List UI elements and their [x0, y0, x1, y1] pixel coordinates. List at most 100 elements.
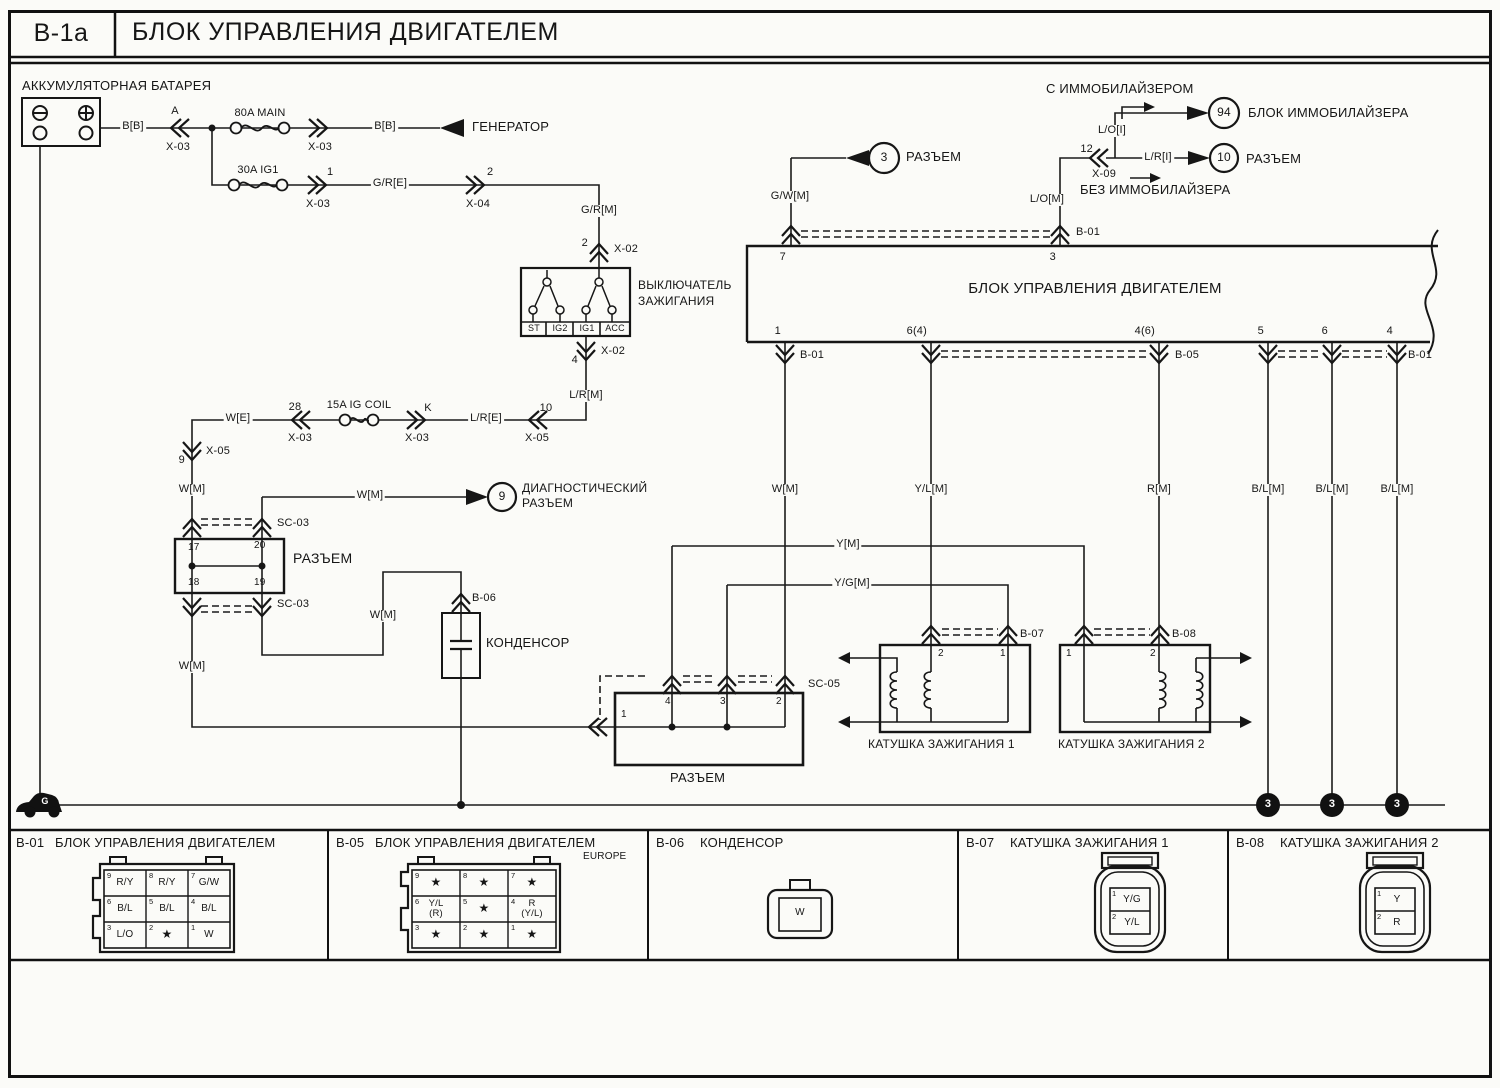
- connector-label-b07: B-07: [1020, 628, 1045, 640]
- wire-label-lrm: L/R[M]: [567, 389, 605, 402]
- cell-label: B/L: [159, 903, 175, 914]
- cell-label: G/W: [198, 877, 220, 888]
- pin-label-1: 1: [621, 709, 627, 720]
- connector-label-x02: X-02: [601, 345, 626, 357]
- cell-label: ★: [430, 927, 442, 941]
- cell-label: L/O: [116, 929, 134, 940]
- coil2-label: КАТУШКА ЗАЖИГАНИЯ 2: [1058, 737, 1205, 751]
- pin-label-7: 7: [779, 251, 786, 263]
- coil1-label: КАТУШКА ЗАЖИГАНИЯ 1: [868, 737, 1015, 751]
- cell-pin: 6: [107, 897, 112, 906]
- connector-label-x04: X-04: [465, 198, 491, 210]
- pin-label-3: 3: [720, 696, 726, 707]
- razem-label: РАЗЪЕМ: [293, 550, 353, 566]
- cell-label: ★: [161, 927, 173, 941]
- wire-label-blm: B/L[M]: [1313, 483, 1351, 496]
- pin-label-6: 6: [1321, 325, 1328, 337]
- table-b01-code: B-01: [16, 835, 45, 850]
- pin-label-6-4: 6(4): [906, 325, 927, 337]
- ignition-switch-label: ЗАЖИГАНИЯ: [638, 294, 715, 308]
- pin-label-2: 2: [1150, 648, 1156, 659]
- page-frame: [8, 10, 1492, 1078]
- wire-label-gre: G/R[E]: [370, 177, 410, 190]
- wire-label-blm: B/L[M]: [1249, 483, 1287, 496]
- junction-dots: [188, 124, 731, 809]
- pin-label-1: 1: [1066, 648, 1072, 659]
- table-b01-title: БЛОК УПРАВЛЕНИЯ ДВИГАТЕЛЕМ: [55, 835, 276, 850]
- ground-circle-digit: 3: [1393, 798, 1401, 810]
- table-b05-title: БЛОК УПРАВЛЕНИЯ ДВИГАТЕЛЕМ: [375, 835, 596, 850]
- pin-label-4: 4: [1386, 325, 1393, 337]
- without-immobilizer-label: БЕЗ ИММОБИЛАЙЗЕРА: [1080, 182, 1231, 197]
- wire-label-we: W[E]: [223, 412, 253, 425]
- pin-label-5: 5: [1257, 325, 1264, 337]
- connector-label-b01: B-01: [800, 349, 825, 361]
- connector-label-x05: X-05: [524, 432, 550, 444]
- with-immobilizer-label: С ИММОБИЛАЙЗЕРОМ: [1046, 81, 1194, 96]
- pin-label-17: 17: [188, 542, 200, 553]
- cell-label: Y: [1393, 894, 1401, 905]
- diagnostic-label: ДИАГНОСТИЧЕСКИЙ: [522, 481, 648, 495]
- cell-label: R: [528, 898, 536, 909]
- pin-label-1: 1: [774, 325, 781, 337]
- wire-label-blm: B/L[M]: [1378, 483, 1416, 496]
- pin-label-3: 3: [1049, 251, 1056, 263]
- connector-label-sc03: SC-03: [277, 598, 310, 610]
- wire-label-wm: W[M]: [176, 660, 208, 673]
- battery-label: АККУМУЛЯТОРНАЯ БАТАРЕЯ: [22, 78, 212, 93]
- cell-label: ★: [478, 927, 490, 941]
- cell-pin: 1: [1377, 889, 1382, 898]
- fuse-15a-ig-coil: [338, 413, 380, 427]
- cell-label: Y/L: [1124, 917, 1140, 928]
- cell-pin: 4: [191, 897, 196, 906]
- cell-label: R/Y: [116, 877, 134, 888]
- pin-label-20: 20: [254, 540, 266, 551]
- ignition-coil-1: [838, 643, 1032, 734]
- cell-pin: 2: [463, 923, 468, 932]
- fuse-label-15a-ig-coil: 15A IG COIL: [326, 399, 392, 411]
- wire-label-lom: L/O[M]: [1027, 193, 1067, 206]
- cell-pin: 7: [511, 871, 516, 880]
- wire-label-grm: G/R[M]: [578, 204, 620, 217]
- cell-pin: 1: [191, 923, 196, 932]
- ignition-switch-box: [519, 266, 632, 338]
- cell-label2: (R): [429, 908, 443, 919]
- table-connector-b08: [1358, 851, 1432, 954]
- wire-label-lri: L/R[I]: [1142, 151, 1174, 164]
- table-b06-title: КОНДЕНСОР: [700, 835, 784, 850]
- immobilizer-unit-label: БЛОК ИММОБИЛАЙЗЕРА: [1248, 105, 1409, 120]
- connector-label-b05: B-05: [1175, 349, 1200, 361]
- table-b06-code: B-06: [656, 835, 685, 850]
- table-connector-b07: [1093, 851, 1167, 954]
- table-connector-b05: [399, 856, 562, 954]
- pin-label-19: 19: [254, 577, 266, 588]
- pin-label-2: 2: [776, 696, 782, 707]
- battery-symbol: [21, 97, 101, 147]
- connector-label-x03: X-03: [404, 432, 430, 444]
- connector-label-b06: B-06: [472, 592, 497, 604]
- pin-label-k: K: [424, 402, 432, 414]
- ecu-box: [745, 229, 1439, 355]
- callout-circles: [486, 96, 1241, 513]
- table-b08-title: КАТУШКА ЗАЖИГАНИЯ 2: [1280, 835, 1439, 850]
- pin-label-2: 2: [938, 648, 944, 659]
- wire-label-wm: W[M]: [367, 609, 399, 622]
- connector-label-x03: X-03: [307, 141, 333, 153]
- wire-label-ygm: Y/G[M]: [832, 577, 872, 590]
- razem-label: РАЗЪЕМ: [670, 770, 726, 785]
- ground-junction-circles: [1256, 793, 1409, 817]
- wire-label-lre: L/R[E]: [468, 412, 504, 425]
- wire-label-rm: R[M]: [1144, 483, 1174, 496]
- connector-label-sc05: SC-05: [808, 678, 841, 690]
- connector-label-b01: B-01: [1076, 226, 1101, 238]
- wire-label-wm: W[M]: [769, 483, 801, 496]
- callout-digit-diag: 9: [498, 489, 506, 503]
- condenser-label: КОНДЕНСОР: [486, 635, 570, 650]
- razem-label: РАЗЪЕМ: [522, 496, 574, 510]
- table-b08-code: B-08: [1236, 835, 1265, 850]
- connector-label-x02: X-02: [614, 243, 639, 255]
- table-b05-code: B-05: [336, 835, 365, 850]
- cell-pin: 6: [415, 897, 420, 906]
